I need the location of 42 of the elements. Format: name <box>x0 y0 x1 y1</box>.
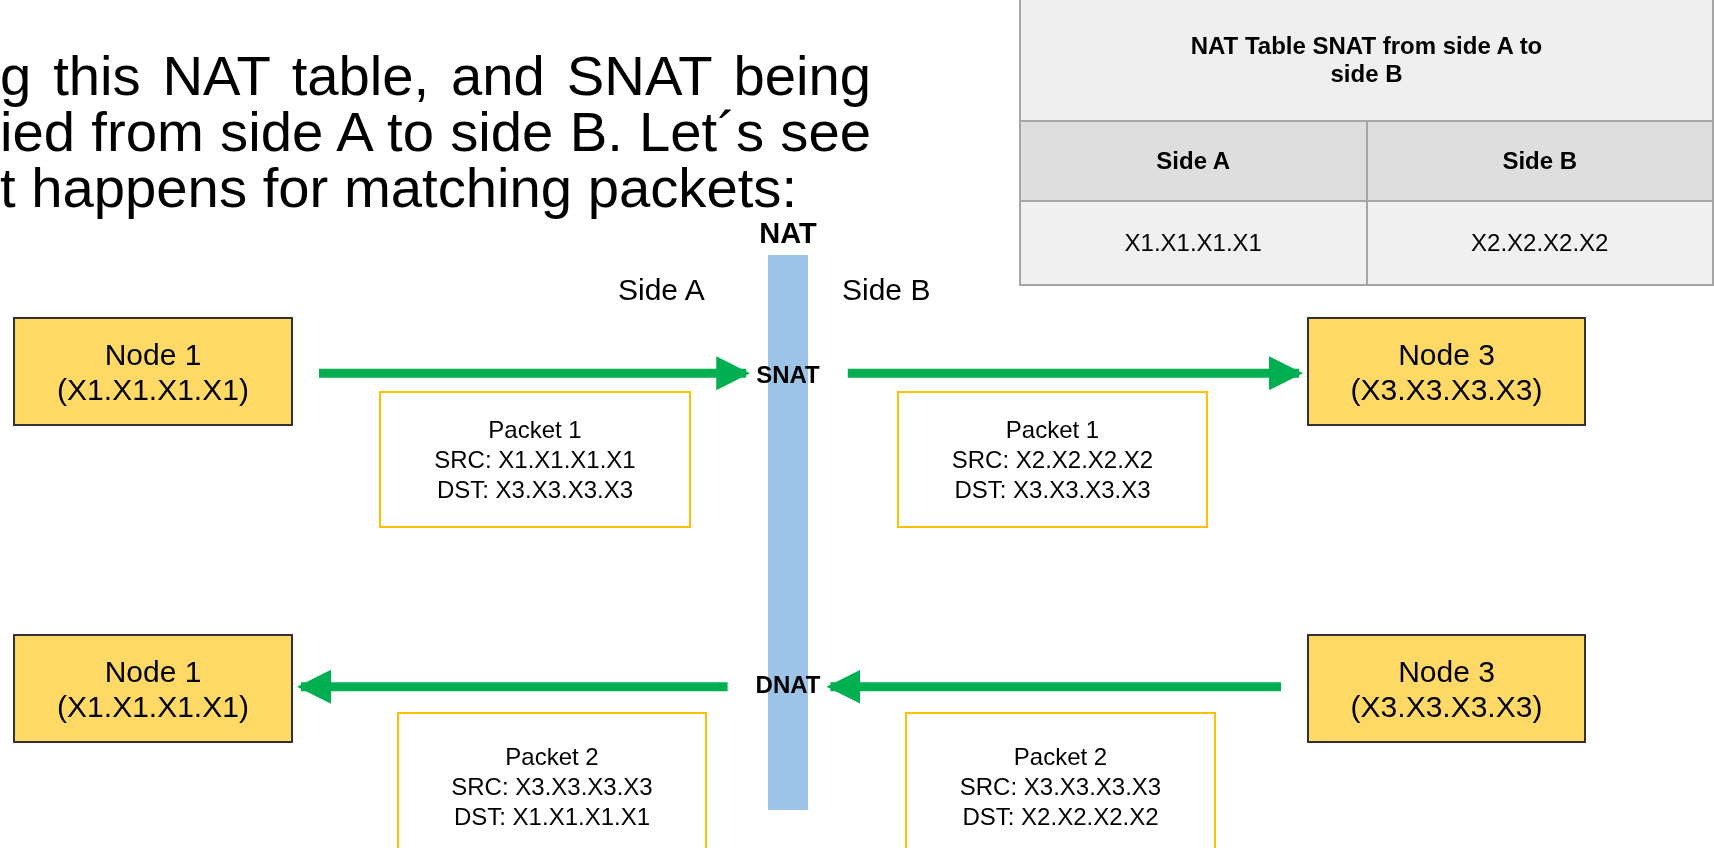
packet-box <box>379 391 691 528</box>
packet-name: Packet 1 <box>488 414 582 445</box>
host-name: Node 1 <box>104 336 202 372</box>
column-header: Side A <box>1020 121 1367 201</box>
packet-field: DST: X2.X2.X2.X2 <box>962 802 1159 832</box>
side-label: Side B <box>842 273 931 307</box>
host-box <box>1307 634 1586 743</box>
packet-box <box>897 391 1208 528</box>
nat-rule-label: DNAT <box>753 670 823 700</box>
packet-field: SRC: X1.X1.X1.X1 <box>434 444 636 475</box>
host-address: (X1.X1.X1.X1) <box>57 688 249 724</box>
bar-title: NAT <box>759 217 818 250</box>
packet-field: SRC: X2.X2.X2.X2 <box>951 444 1154 475</box>
packet-field: SRC: X3.X3.X3.X3 <box>959 772 1162 802</box>
table-title: NAT Table SNAT from side A to side B <box>1020 0 1713 121</box>
arrow <box>847 356 1303 391</box>
packet-box <box>397 712 707 848</box>
table-cell: X2.X2.X2.X2 <box>1366 201 1713 285</box>
packet-field: SRC: X3.X3.X3.X3 <box>451 772 653 802</box>
arrow <box>297 669 728 704</box>
host-address: (X3.X3.X3.X3) <box>1350 688 1543 724</box>
arrow <box>826 669 1281 704</box>
arrow <box>319 356 751 391</box>
nat-rule-label: SNAT <box>754 360 822 390</box>
packet-name: Packet 2 <box>1013 742 1108 772</box>
packet-name: Packet 1 <box>1005 414 1100 445</box>
host-address: (X3.X3.X3.X3) <box>1350 371 1543 407</box>
table-cell: X1.X1.X1.X1 <box>1020 201 1367 285</box>
host-box <box>13 634 293 743</box>
column-header: Side B <box>1366 121 1713 201</box>
side-label: Side A <box>618 273 705 307</box>
packet-field: DST: X3.X3.X3.X3 <box>954 474 1151 505</box>
host-name: Node 1 <box>104 653 202 689</box>
host-name: Node 3 <box>1398 653 1495 689</box>
host-address: (X1.X1.X1.X1) <box>57 371 249 407</box>
packet-box <box>905 712 1216 848</box>
packet-field: DST: X3.X3.X3.X3 <box>436 474 634 505</box>
packet-name: Packet 2 <box>505 742 599 772</box>
packet-field: DST: X1.X1.X1.X1 <box>453 802 651 832</box>
host-box <box>13 317 293 426</box>
host-name: Node 3 <box>1398 336 1495 372</box>
host-box <box>1307 317 1586 426</box>
